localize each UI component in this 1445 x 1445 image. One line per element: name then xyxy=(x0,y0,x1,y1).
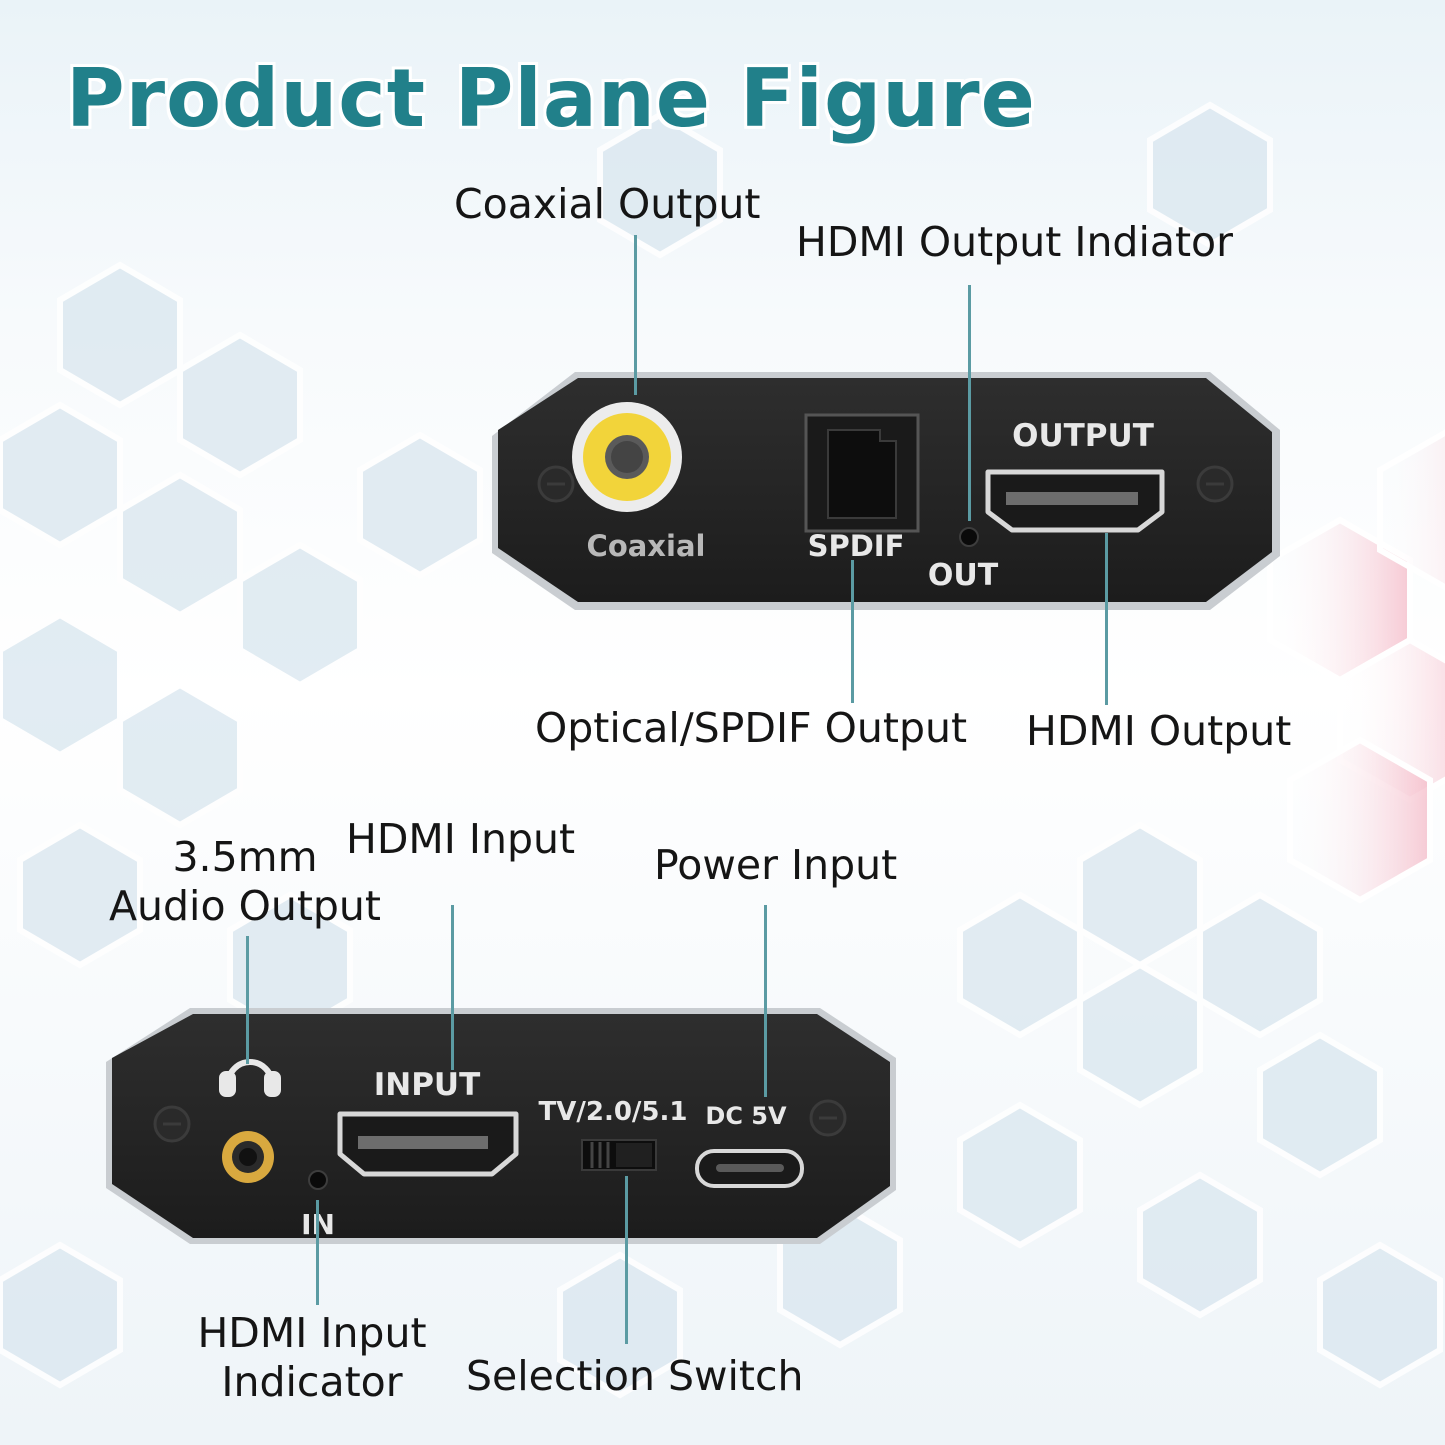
callout-hdmi-output: HDMI Output xyxy=(1026,707,1292,755)
screw-icon xyxy=(809,1099,847,1137)
front-panel: Coaxial SPDIF OUT OUTPUT xyxy=(492,372,1280,610)
callout-audio-output-line2: Audio Output xyxy=(109,882,381,931)
callout-optical-spdif-output: Optical/SPDIF Output xyxy=(535,704,968,752)
back-panel: IN INPUT TV/2.0/5.1 DC 5V xyxy=(106,1008,896,1244)
rca-jack-icon[interactable] xyxy=(572,402,682,512)
coaxial-output-leader xyxy=(634,235,637,395)
callout-audio-output-line1: 3.5mm xyxy=(172,833,318,881)
hdmi-input-leader xyxy=(451,905,454,1070)
callout-selection-switch: Selection Switch xyxy=(466,1352,804,1400)
callout-hdmi-output-indicator: HDMI Output Indiator xyxy=(796,218,1233,266)
back-input-text: INPUT xyxy=(374,1067,481,1103)
selection-switch[interactable] xyxy=(581,1139,657,1171)
audio-output-leader xyxy=(246,936,249,1064)
screw-icon xyxy=(537,465,575,503)
hdmi-output-indicator-leader xyxy=(968,285,971,521)
hdmi-input-led xyxy=(308,1170,328,1190)
callout-audio-output: 3.5mm Audio Output xyxy=(100,833,390,931)
front-out-text: OUT xyxy=(928,558,999,593)
front-coaxial-text: Coaxial xyxy=(587,529,706,563)
callout-hdmi-input-indicator-line2: Indicator xyxy=(221,1358,403,1407)
back-dc-text: DC 5V xyxy=(705,1102,787,1130)
audio-jack-icon[interactable] xyxy=(222,1131,274,1183)
hdmi-output-led xyxy=(959,527,979,547)
page-title: Product Plane Figure xyxy=(66,52,1036,145)
callout-coaxial-output: Coaxial Output xyxy=(454,180,761,228)
hdmi-port-icon[interactable] xyxy=(337,1111,519,1177)
callout-hdmi-input-indicator-line1: HDMI Input xyxy=(197,1309,427,1357)
spdif-output-leader xyxy=(851,560,854,703)
screw-icon xyxy=(1196,465,1234,503)
power-input-leader xyxy=(764,905,767,1097)
hdmi-output-leader xyxy=(1105,533,1108,705)
usb-c-port-icon[interactable] xyxy=(695,1149,804,1188)
callout-hdmi-input-indicator: HDMI Input Indicator xyxy=(180,1309,444,1407)
hdmi-port-icon[interactable] xyxy=(985,469,1165,533)
callout-hdmi-input: HDMI Input xyxy=(346,815,576,863)
headphones-icon xyxy=(219,1059,281,1097)
front-spdif-text: SPDIF xyxy=(808,529,905,563)
optical-port-icon[interactable] xyxy=(804,413,920,533)
callout-power-input: Power Input xyxy=(654,841,898,889)
hdmi-input-indicator-leader xyxy=(316,1200,319,1305)
selection-switch-leader xyxy=(625,1176,628,1344)
front-output-text: OUTPUT xyxy=(1012,418,1154,454)
screw-icon xyxy=(153,1105,191,1143)
back-mode-text: TV/2.0/5.1 xyxy=(539,1097,688,1127)
